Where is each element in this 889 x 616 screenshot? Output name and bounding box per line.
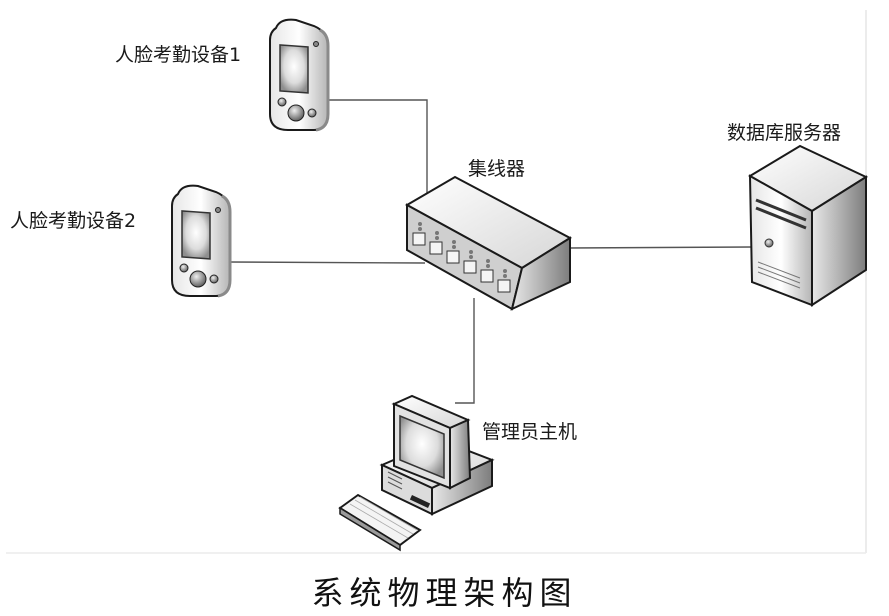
hub-label: 集线器 — [468, 158, 526, 180]
device2-label: 人脸考勤设备2 — [10, 210, 137, 232]
device1-handheld-device-icon — [269, 18, 330, 132]
edge-hub-db — [567, 246, 753, 249]
edge-hub-admin — [455, 298, 475, 404]
figure-caption: 系统物理架构图 — [311, 574, 578, 612]
device1-label: 人脸考勤设备1 — [115, 44, 242, 66]
admin-host-label: 管理员主机 — [482, 421, 578, 443]
hub-ports — [412, 232, 511, 293]
hub-leds — [418, 222, 507, 278]
db-server-label: 数据库服务器 — [727, 122, 842, 144]
hub-icon — [404, 175, 573, 311]
connections — [227, 99, 753, 404]
diagram-frame — [6, 10, 867, 554]
edge-device1-hub — [326, 99, 428, 199]
edge-device2-hub — [227, 261, 426, 264]
admin-desktop-computer-icon — [338, 394, 495, 552]
device2-handheld-device-icon — [171, 184, 232, 298]
db-tower-server-icon — [748, 144, 869, 307]
